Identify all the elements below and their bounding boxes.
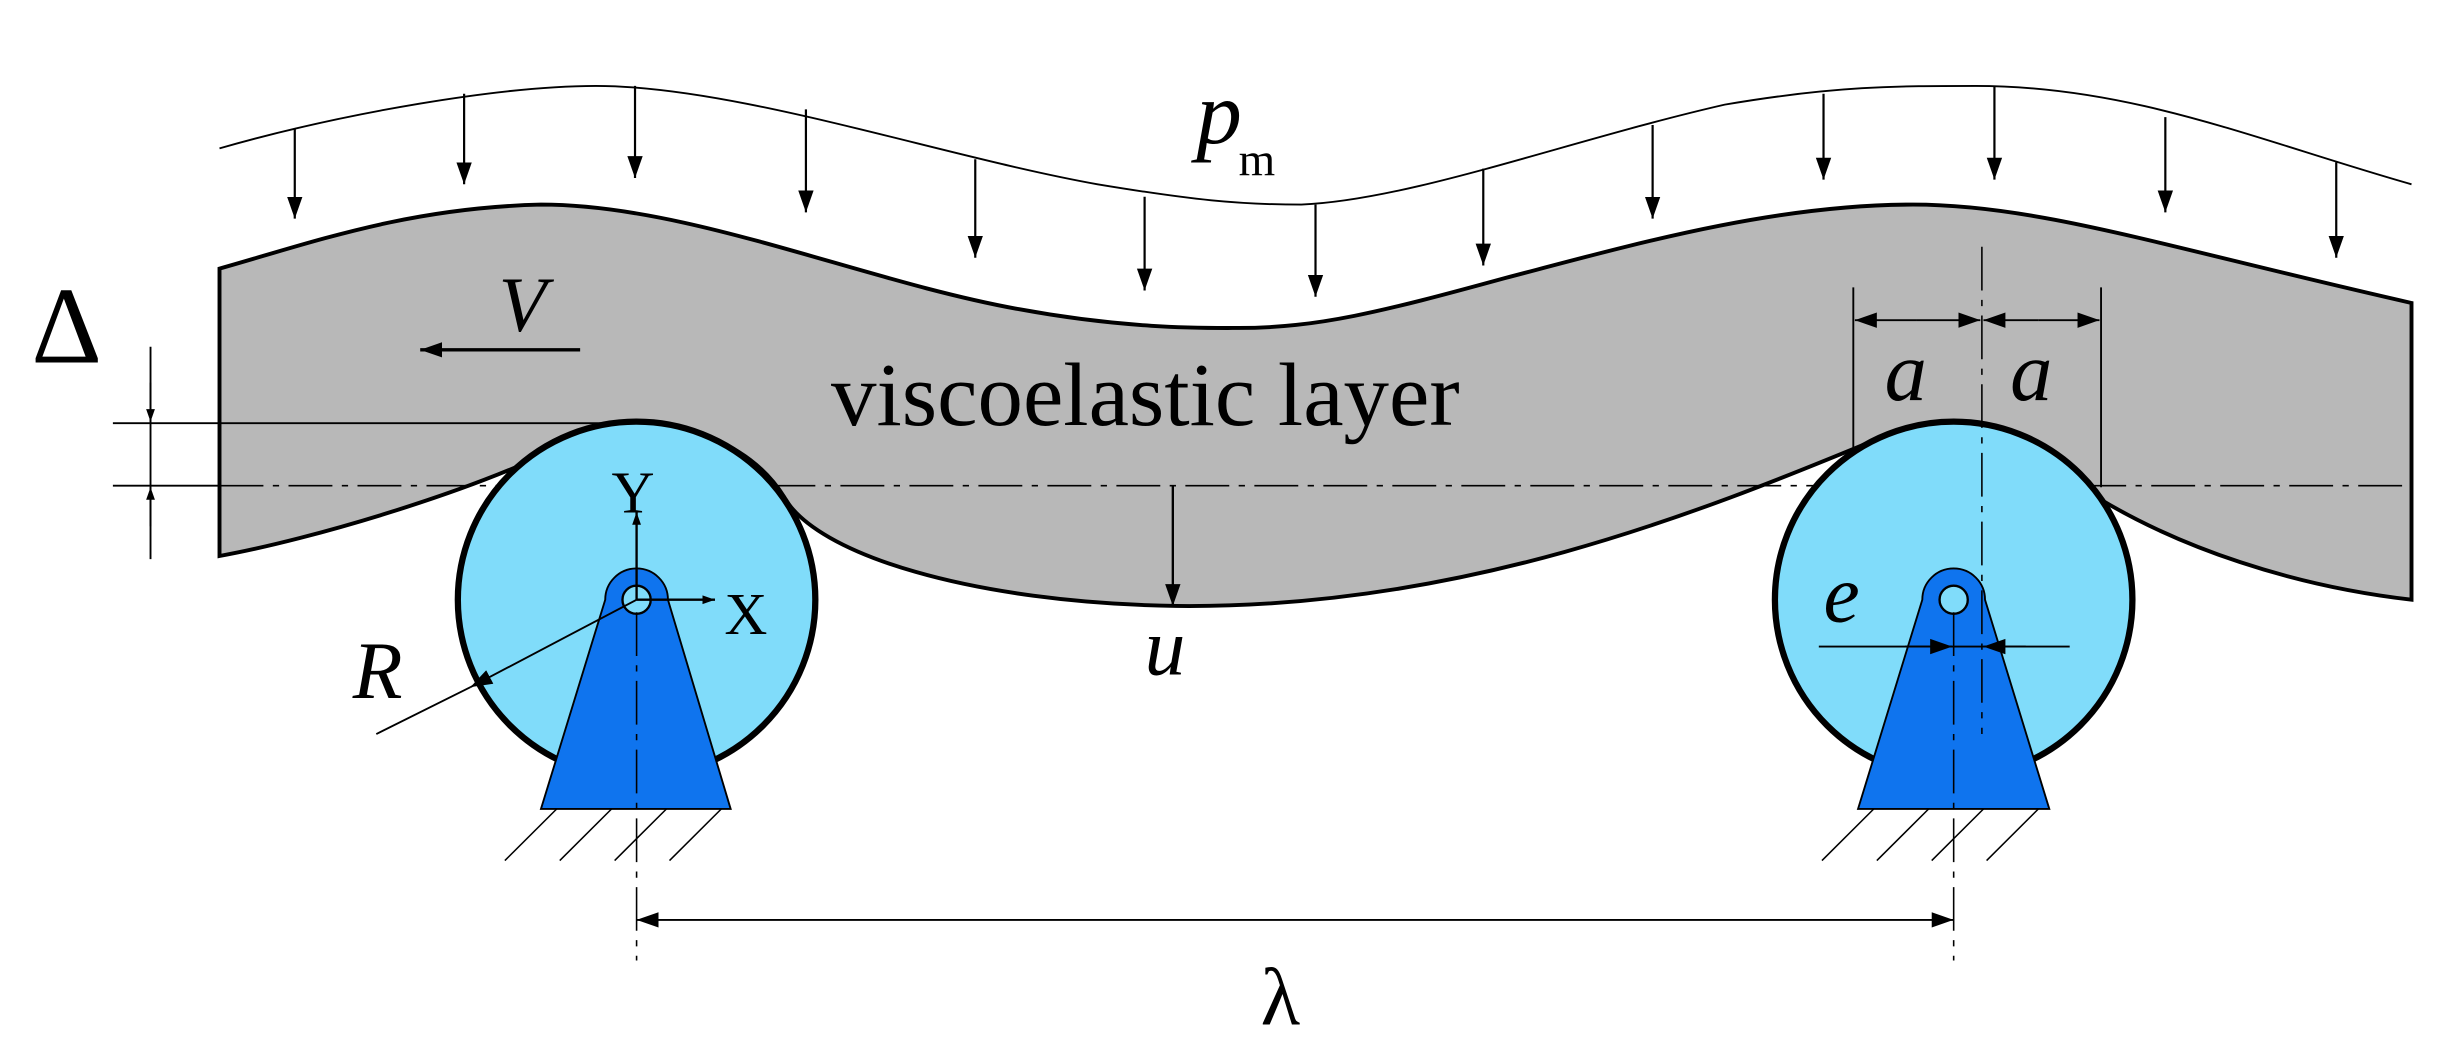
x-axis-label: X: [724, 581, 767, 647]
eccentricity-label: e: [1824, 549, 1860, 640]
pressure-subscript: m: [1239, 134, 1276, 186]
radius-leader: [375, 686, 471, 735]
layer-label: viscoelastic layer: [831, 344, 1460, 445]
pressure-label: p: [1190, 63, 1241, 164]
right-ground-hatch: [1821, 808, 2039, 862]
radius-arrow: [469, 598, 638, 689]
half-width-right-label: a: [2010, 326, 2052, 419]
displacement-label: u: [1145, 602, 1186, 693]
indentation-dimension: [112, 346, 640, 560]
half-width-left-label: a: [1885, 326, 1927, 419]
radius-label: R: [352, 625, 403, 716]
contact-width-dimension: [1852, 287, 2102, 488]
wavelength-label: λ: [1261, 952, 1301, 1043]
delta-label: Δ: [31, 265, 102, 387]
pressure-profile-curve: [219, 84, 2412, 206]
left-ground-hatch: [504, 808, 722, 862]
right-pin: [1938, 584, 1969, 615]
pressure-arrows: [287, 85, 2344, 297]
y-axis-label: Y: [612, 459, 655, 525]
velocity-label: V: [499, 261, 555, 348]
